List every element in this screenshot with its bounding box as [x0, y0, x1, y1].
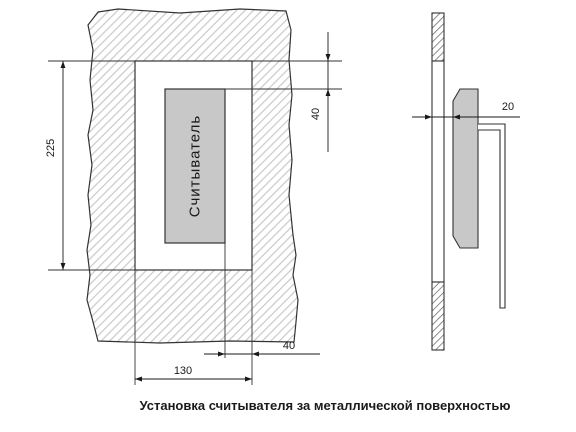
side-view: 20	[412, 12, 520, 351]
wall-section-top	[431, 12, 445, 62]
reader-body	[164, 88, 226, 244]
reader-side-profile	[452, 88, 479, 249]
extension-lines	[48, 60, 342, 385]
front-view: Считыватель 225 40 40 1	[45, 8, 342, 385]
reader-cable	[478, 123, 506, 309]
wall-section-middle	[431, 60, 445, 283]
dimension-label-side-offset: 40	[283, 340, 295, 352]
caption: Установка считывателя за металлической п…	[139, 398, 510, 413]
dimension-label-section-depth: 20	[502, 101, 514, 113]
dimension-label-height: 225	[45, 139, 57, 157]
reader-label: Считыватель	[187, 115, 204, 217]
dimension-label-top-offset: 40	[310, 108, 322, 120]
wall-section-bottom	[431, 281, 445, 351]
dimension-label-width: 130	[174, 365, 192, 377]
